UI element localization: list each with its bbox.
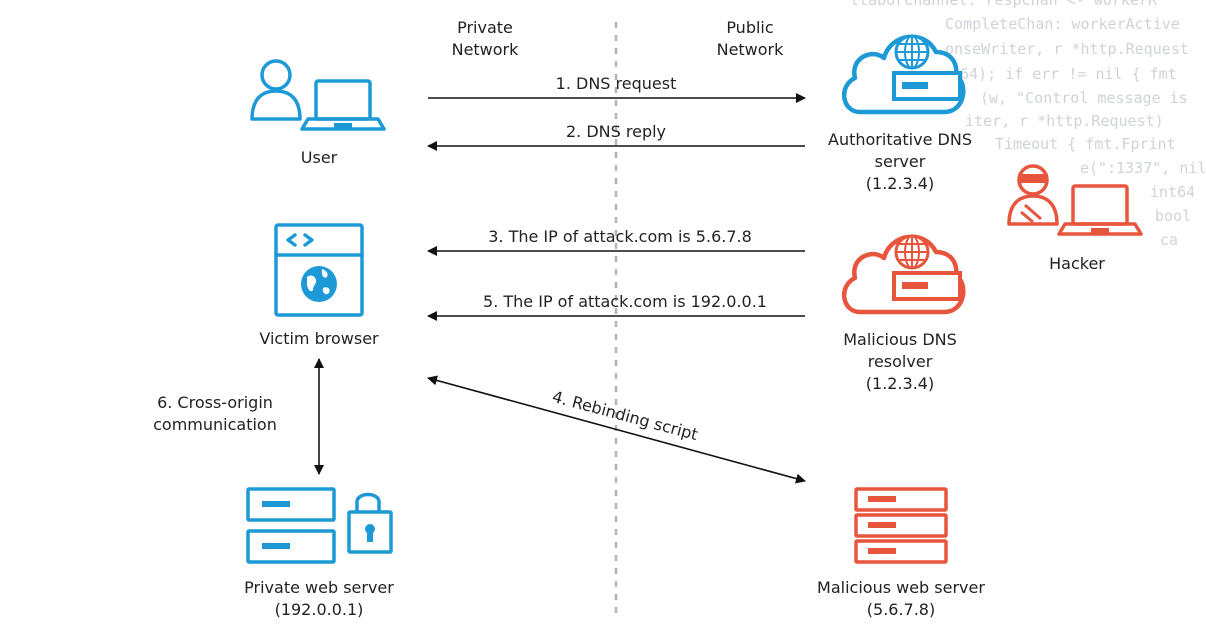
background-code-5: (w, "Control message is (980, 89, 1188, 107)
victim-browser-label: Victim browser (259, 329, 379, 348)
private-server-icon (246, 487, 393, 564)
background-code-11: ca (1160, 231, 1179, 249)
hacker-label: Hacker (1049, 254, 1105, 273)
background-code-3: onseWriter, r *http.Request (945, 40, 1189, 58)
background-code-1: ltaborChannel: respChan <- workerR (850, 0, 1158, 9)
arrow-rebinding (427, 375, 806, 484)
background-code-9: int64 (1150, 183, 1196, 201)
background-code-7: Timeout { fmt.Fprint (995, 135, 1176, 153)
label-ip-192001: 5. The IP of attack.com is 192.0.0.1 (483, 292, 767, 311)
user-label: User (300, 148, 338, 167)
user-icon (250, 59, 386, 131)
auth-dns-cloud-icon (842, 34, 966, 115)
malicious-dns-cloud-icon (842, 234, 966, 315)
private-server-label: Private web server(192.0.0.1) (244, 578, 394, 619)
background-code-2: CompleteChan: workerActive (945, 15, 1180, 33)
malicious-server-icon (854, 487, 948, 564)
label-dns-reply: 2. DNS reply (565, 122, 667, 141)
background-code-8: e(":1337", nil (1080, 159, 1206, 177)
label-dns-request: 1. DNS request (555, 74, 677, 93)
browser-globe-icon (274, 223, 364, 317)
background-code-10: bool (1155, 207, 1192, 225)
background-code-6: iter, r *http.Request) (965, 112, 1164, 130)
malicious-server-label: Malicious web server(5.6.7.8) (817, 578, 985, 619)
background-code-4: 64); if err != nil { fmt (960, 65, 1177, 83)
label-ip-5678: 3. The IP of attack.com is 5.6.7.8 (488, 227, 752, 246)
hacker-icon (1007, 164, 1143, 236)
